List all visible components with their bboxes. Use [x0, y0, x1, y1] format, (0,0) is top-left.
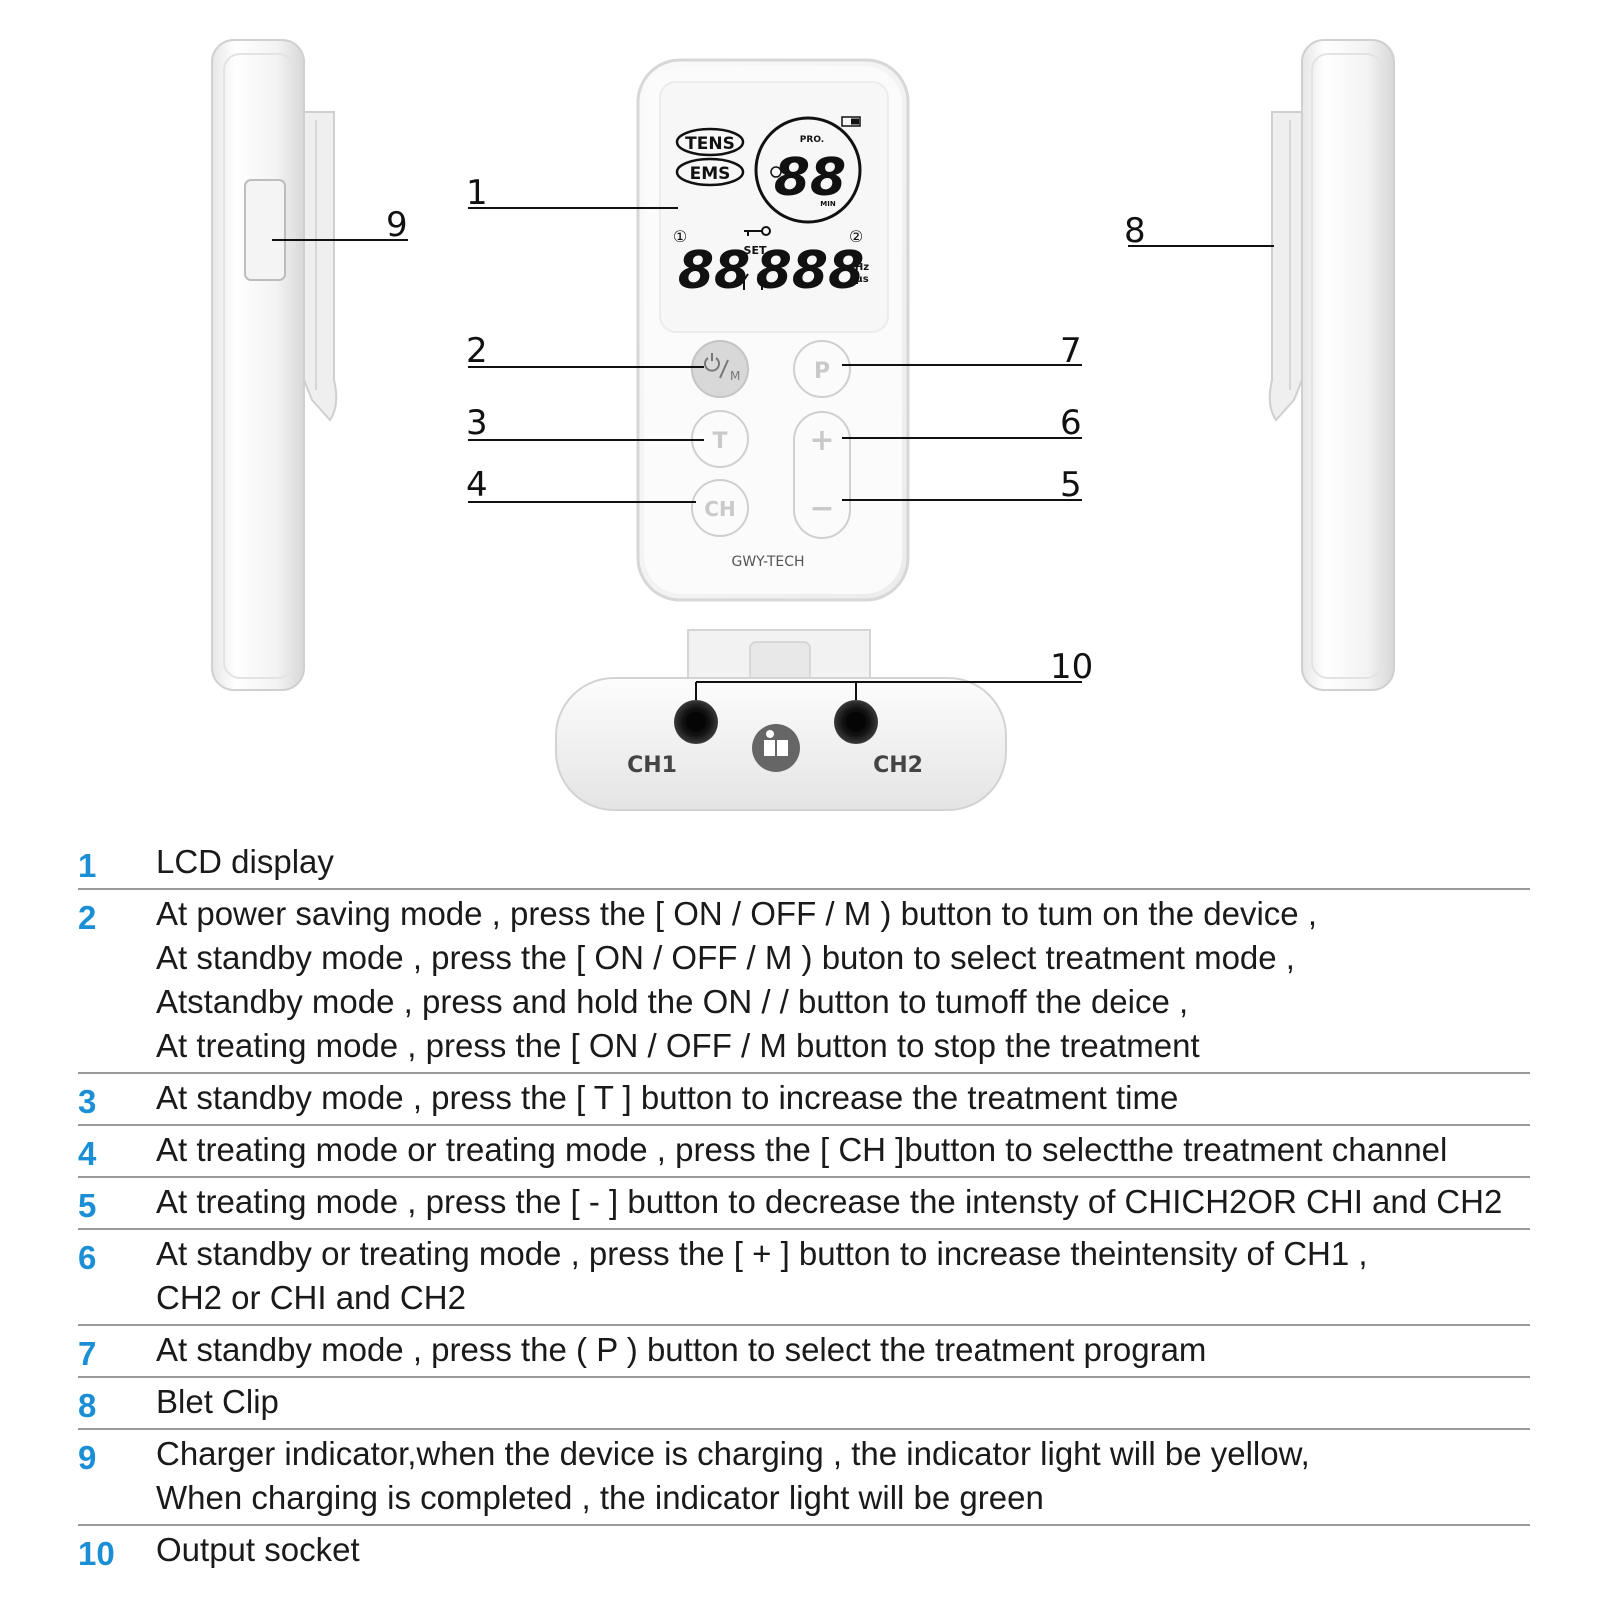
clock-icon [770, 166, 782, 178]
callout-5: 5 [1060, 465, 1082, 505]
lcd-ch1-marker: ① [673, 227, 687, 246]
legend-description: At treating mode or treating mode , pres… [156, 1126, 1530, 1176]
legend-row: 10 Output socket [78, 1526, 1530, 1576]
legend-row: 9 Charger indicator,when the device is ch… [78, 1430, 1530, 1526]
legend-row: 7 At standby mode , press the ( P ) butto… [78, 1326, 1530, 1378]
lcd-timer-digits: 88 [774, 148, 846, 208]
legend-description: At standby mode , press the ( P ) button… [156, 1326, 1530, 1376]
ch2-port-label: CH2 [873, 753, 923, 778]
brand-label: GWY-TECH [731, 554, 804, 570]
lcd-ch2-marker: ② [849, 227, 863, 246]
callout-1: 1 [466, 173, 488, 213]
callout-4: 4 [466, 465, 488, 505]
legend-line: CH2 or CHI and CH2 [156, 1279, 466, 1316]
legend-line: LCD display [156, 843, 334, 880]
callout-3: 3 [466, 403, 488, 443]
callout-6: 6 [1060, 403, 1082, 443]
timer-button-label: T [712, 429, 727, 454]
legend-row: 8 Blet Clip [78, 1378, 1530, 1430]
battery-icon [841, 116, 861, 127]
lcd-left-digits: 88 [678, 241, 750, 301]
legend-number: 2 [78, 899, 97, 936]
lcd-min-label: MIN [820, 200, 836, 208]
legend-number: 10 [78, 1535, 115, 1572]
lcd-set-label: SET [744, 244, 767, 257]
ch2-socket[interactable] [834, 700, 878, 744]
legend-number: 9 [78, 1439, 97, 1476]
program-button-label: P [814, 359, 830, 384]
callout-9: 9 [386, 205, 408, 245]
legend-number: 7 [78, 1335, 97, 1372]
legend-line: At treating mode , press the [ ON / OFF … [156, 1027, 1200, 1064]
legend-row: 2 At power saving mode , press the [ ON /… [78, 890, 1530, 1074]
belt-clip [1268, 111, 1303, 422]
legend-description: At standby mode , press the [ T ] button… [156, 1074, 1530, 1124]
legend-number: 4 [78, 1135, 97, 1172]
callout-2: 2 [466, 331, 488, 371]
legend-line: Output socket [156, 1531, 360, 1568]
legend-line: At standby mode , press the [ T ] button… [156, 1079, 1179, 1116]
legend-line: At treating mode or treating mode , pres… [156, 1131, 1448, 1168]
plus-button[interactable]: + [809, 423, 834, 458]
legend-description: Blet Clip [156, 1378, 1530, 1428]
legend-line: At standby or treating mode , press the … [156, 1235, 1368, 1272]
callout-10: 10 [1050, 647, 1093, 687]
front-view: TENS EMS PRO. 88 MIN ① ② SET 88 888 [636, 58, 910, 602]
legend-number: 8 [78, 1387, 97, 1424]
legend-line: Charger indicator,when the device is cha… [156, 1435, 1310, 1472]
legend-row: 4 At treating mode or treating mode , pre… [78, 1126, 1530, 1178]
legend-description: Charger indicator,when the device is cha… [156, 1430, 1530, 1524]
legend-line: At standby mode , press the [ ON / OFF /… [156, 939, 1295, 976]
power-icon [704, 353, 729, 379]
lcd-right-digits: 888 [756, 241, 865, 301]
legend-description: At standby or treating mode , press the … [156, 1230, 1530, 1324]
legend-line: At power saving mode , press the [ ON / … [156, 895, 1317, 932]
legend-line: At standby mode , press the ( P ) button… [156, 1331, 1207, 1368]
legend-line: Atstandby mode , press and hold the ON /… [156, 983, 1189, 1020]
lcd-unit-hz: Hz [855, 262, 869, 273]
lcd-pro-label: PRO. [800, 135, 824, 145]
power-mode-button-label: M [730, 369, 740, 383]
legend-row: 5 At treating mode , press the [ - ] butt… [78, 1178, 1530, 1230]
ch1-port-label: CH1 [627, 753, 677, 778]
legend-line: Blet Clip [156, 1383, 279, 1420]
power-mode-button[interactable]: M [691, 340, 749, 398]
legend-description: At power saving mode , press the [ ON / … [156, 890, 1530, 1072]
callout-8: 8 [1124, 211, 1146, 251]
legend-number: 1 [78, 847, 97, 884]
legend-table: 1 LCD display 2 At power saving mode , pres… [78, 838, 1530, 1576]
lcd-mode-tens: TENS [685, 134, 735, 154]
channel-button[interactable]: CH [691, 479, 749, 537]
legend-row: 6 At standby or treating mode , press the… [78, 1230, 1530, 1326]
manual-icon [752, 724, 800, 772]
callout-7: 7 [1060, 331, 1082, 371]
leader-lines [272, 207, 1274, 700]
legend-row: 1 LCD display [78, 838, 1530, 890]
legend-number: 6 [78, 1239, 97, 1276]
minus-button[interactable]: − [809, 491, 834, 526]
lcd-display: TENS EMS PRO. 88 MIN ① ② SET 88 888 [659, 81, 889, 333]
device-diagram: TENS EMS PRO. 88 MIN ① ② SET 88 888 [211, 39, 1395, 811]
legend-number: 3 [78, 1083, 97, 1120]
lcd-unit-us: μs [855, 274, 868, 285]
legend-line: When charging is completed , the indicat… [156, 1479, 1044, 1516]
ch1-socket[interactable] [674, 700, 718, 744]
legend-description: At treating mode , press the [ - ] butto… [156, 1178, 1530, 1228]
key-icon [744, 226, 771, 236]
channel-button-label: CH [704, 497, 735, 521]
legend-row: 3 At standby mode , press the [ T ] butto… [78, 1074, 1530, 1126]
legend-description: LCD display [156, 838, 1530, 888]
legend-line: At treating mode , press the [ - ] butto… [156, 1183, 1503, 1220]
electrode-icon [739, 273, 767, 290]
legend-number: 5 [78, 1187, 97, 1224]
intensity-rocker [793, 411, 851, 539]
right-side-view [1268, 39, 1395, 691]
charger-indicator [244, 179, 286, 281]
left-side-view [211, 39, 338, 691]
legend-description: Output socket [156, 1526, 1530, 1576]
program-button[interactable]: P [793, 340, 851, 398]
bottom-view: CH1 CH2 [555, 629, 1007, 811]
lcd-mode-ems: EMS [690, 164, 731, 184]
